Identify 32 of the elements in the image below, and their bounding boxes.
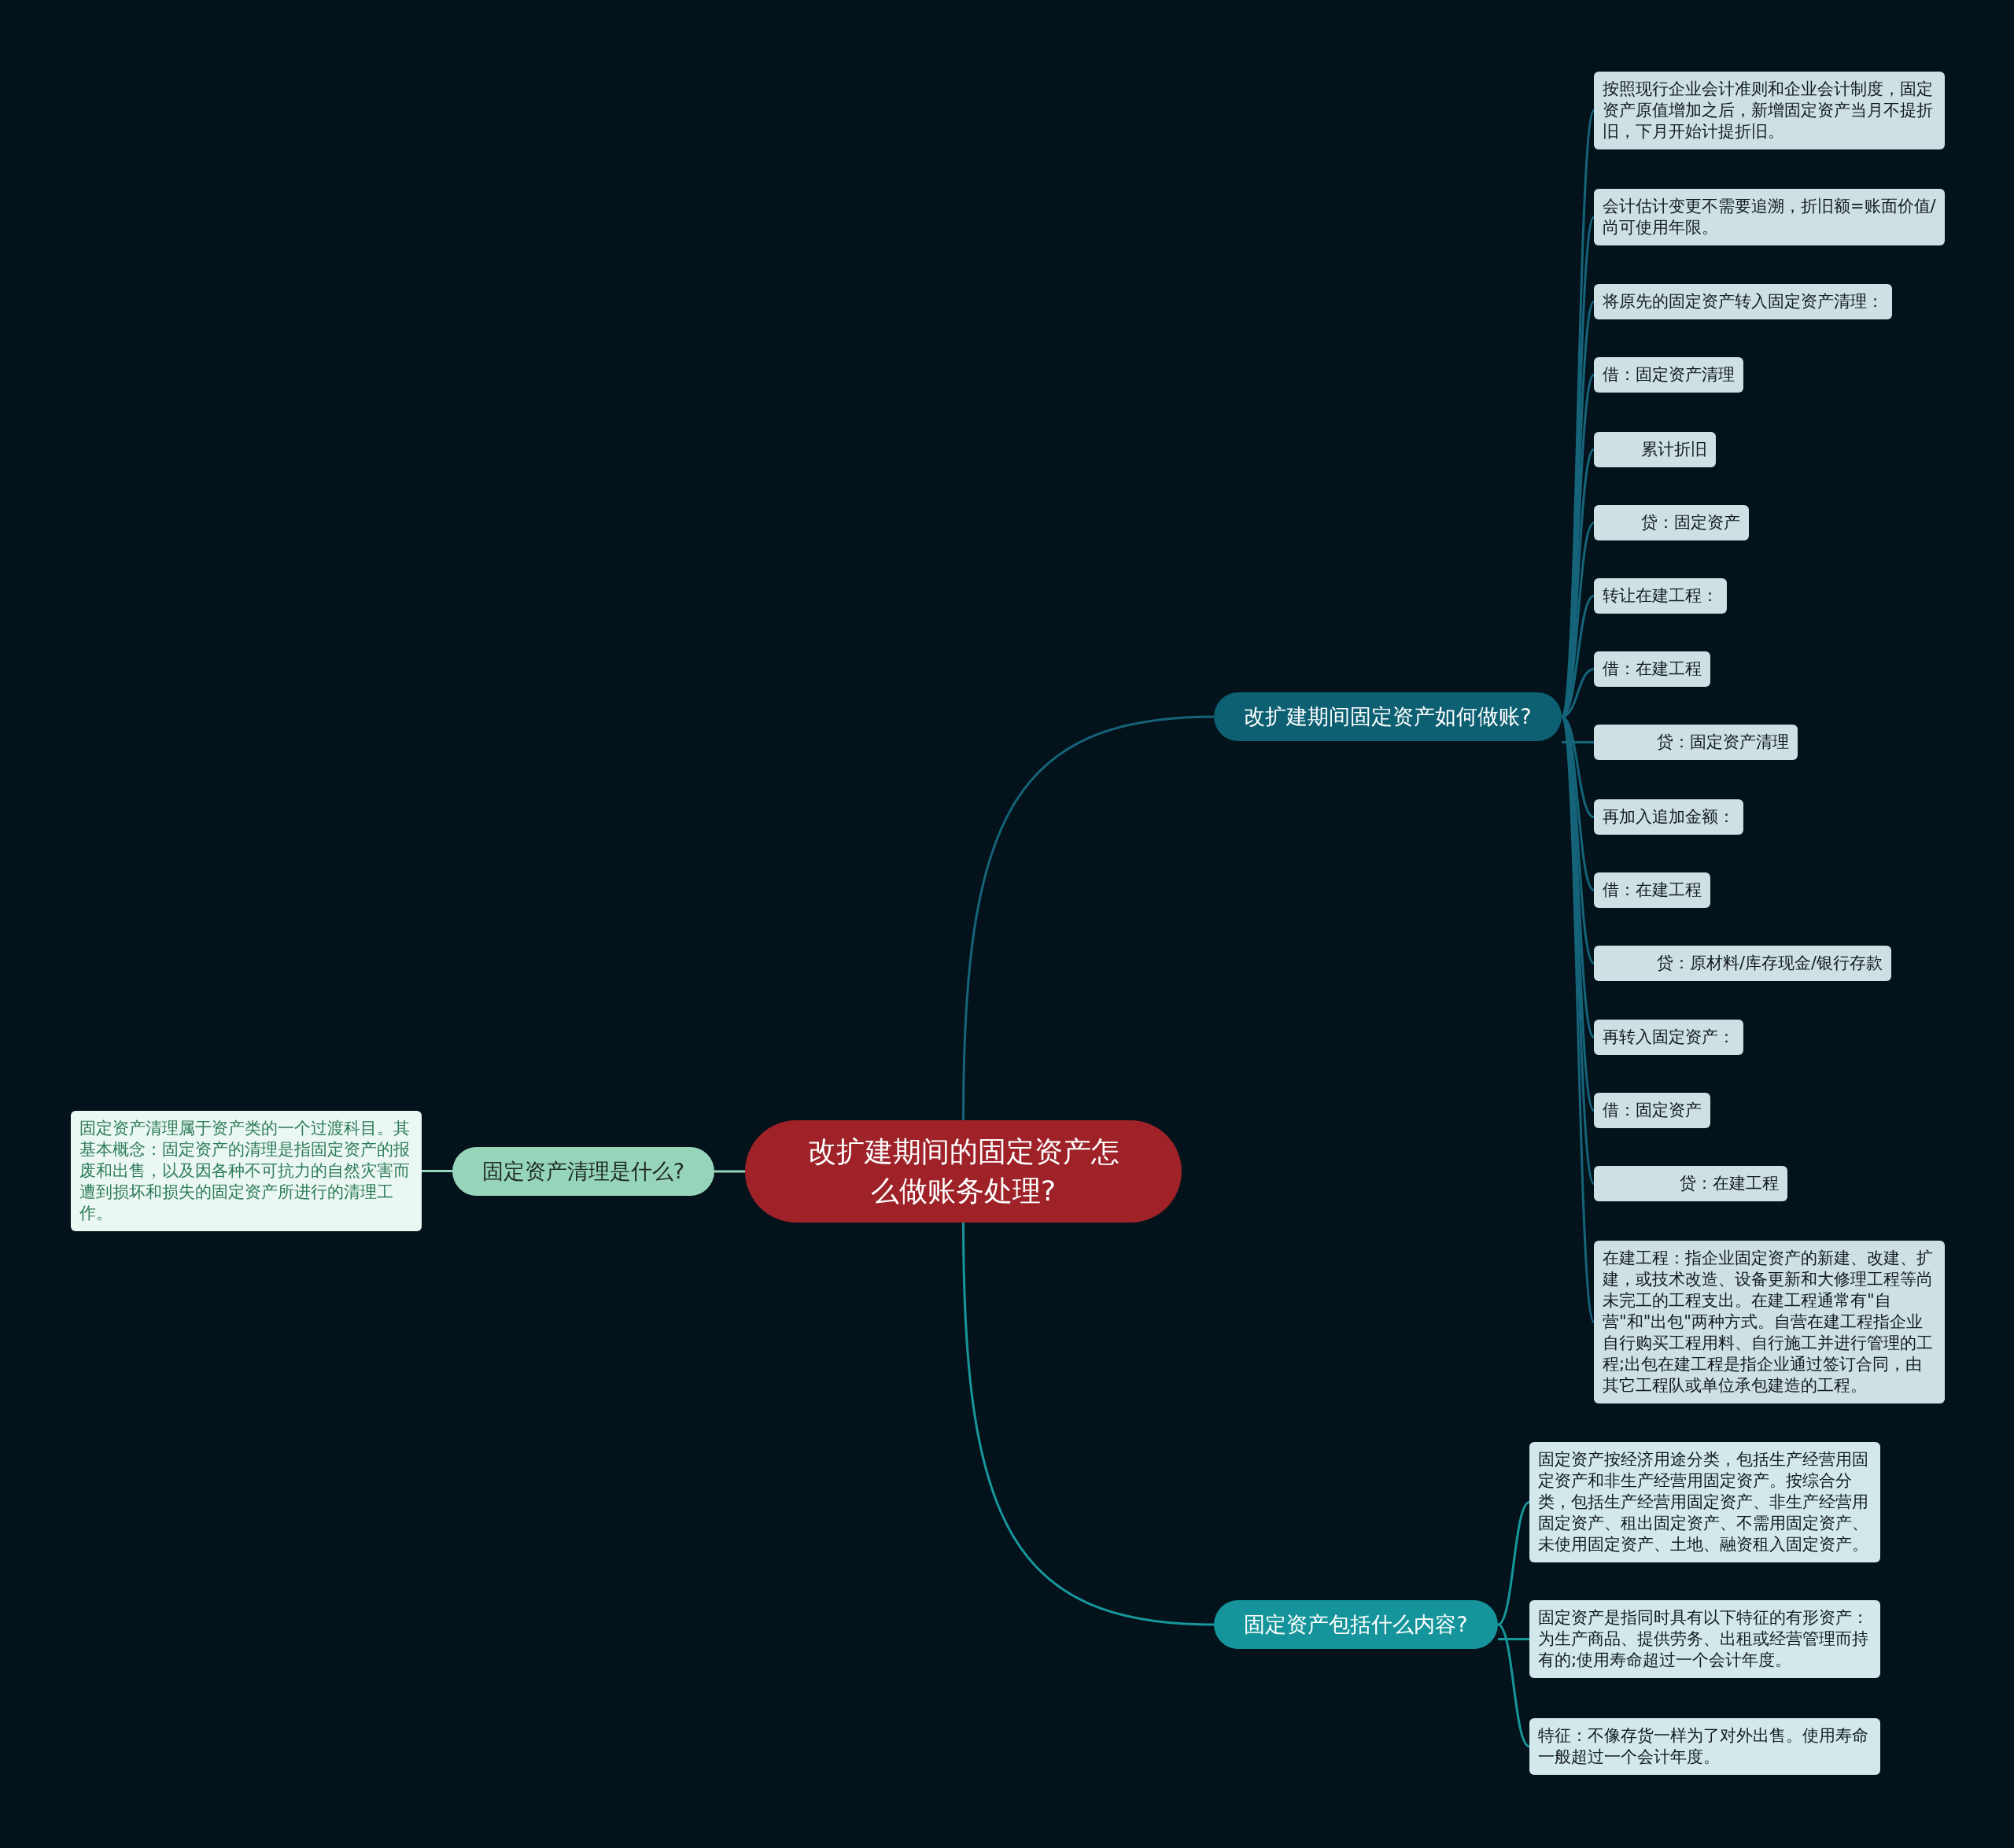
note-box: 贷：固定资产清理 — [1594, 725, 1798, 760]
note-box: 贷：固定资产 — [1594, 505, 1749, 540]
central-topic: 改扩建期间的固定资产怎么做账务处理? — [745, 1120, 1182, 1223]
note-box: 将原先的固定资产转入固定资产清理： — [1594, 284, 1892, 319]
note-box: 贷：原材料/库存现金/银行存款 — [1594, 946, 1892, 981]
connector — [422, 1170, 452, 1172]
note-box: 特征：不像存货一样为了对外出售。使用寿命一般超过一个会计年度。 — [1529, 1718, 1880, 1775]
connector — [1498, 1638, 1529, 1640]
connector — [1562, 741, 1594, 743]
note-box: 按照现行企业会计准则和企业会计制度，固定资产原值增加之后，新增固定资产当月不提折旧，下月开始计提折旧。 — [1594, 72, 1945, 149]
connector — [962, 1222, 1215, 1626]
branch-topic: 改扩建期间固定资产如何做账? — [1214, 692, 1562, 741]
note-box: 会计估计变更不需要追溯，折旧额=账面价值/尚可使用年限。 — [1594, 189, 1945, 245]
note-box: 借：固定资产清理 — [1594, 357, 1743, 393]
connector — [962, 715, 1215, 1121]
note-box: 在建工程：指企业固定资产的新建、改建、扩建，或技术改造、设备更新和大修理工程等尚未完工的工程支出。在建工程通常有"自营"和"出包"两种方式。自营在建工程指企业自行购买工程用料、自行施工并进行管理的工程;出包在建工程是指企业通过签订合同，由其它工程队或单位承包建造的工程。 — [1594, 1241, 1945, 1404]
branch-topic: 固定资产清理是什么? — [452, 1147, 714, 1196]
note-box: 借：固定资产 — [1594, 1093, 1710, 1128]
note-box: 固定资产清理属于资产类的一个过渡科目。其基本概念：固定资产的清理是指固定资产的报废和出售，以及因各种不可抗力的自然灾害而遭到损坏和损失的固定资产所进行的清理工作。 — [71, 1111, 422, 1231]
note-box: 贷：在建工程 — [1594, 1166, 1787, 1201]
note-box: 累计折旧 — [1594, 432, 1716, 467]
note-box: 借：在建工程 — [1594, 651, 1710, 687]
connector — [1497, 1623, 1530, 1748]
note-box: 再转入固定资产： — [1594, 1020, 1743, 1055]
note-box: 借：在建工程 — [1594, 872, 1710, 908]
connector — [714, 1170, 745, 1173]
note-box: 转让在建工程： — [1594, 578, 1727, 614]
branch-topic: 固定资产包括什么内容? — [1214, 1600, 1498, 1649]
note-box: 再加入追加金额： — [1594, 799, 1743, 835]
note-box: 固定资产按经济用途分类，包括生产经营用固定资产和非生产经营用固定资产。按综合分类，包括生产经营用固定资产、非生产经营用固定资产、租出固定资产、不需用固定资产、未使用固定资产、土地、融资租入固定资产。 — [1529, 1442, 1880, 1562]
connector — [1497, 1501, 1530, 1626]
note-box: 固定资产是指同时具有以下特征的有形资产：为生产商品、提供劳务、出租或经营管理而持有的;使用寿命超过一个会计年度。 — [1529, 1600, 1880, 1678]
